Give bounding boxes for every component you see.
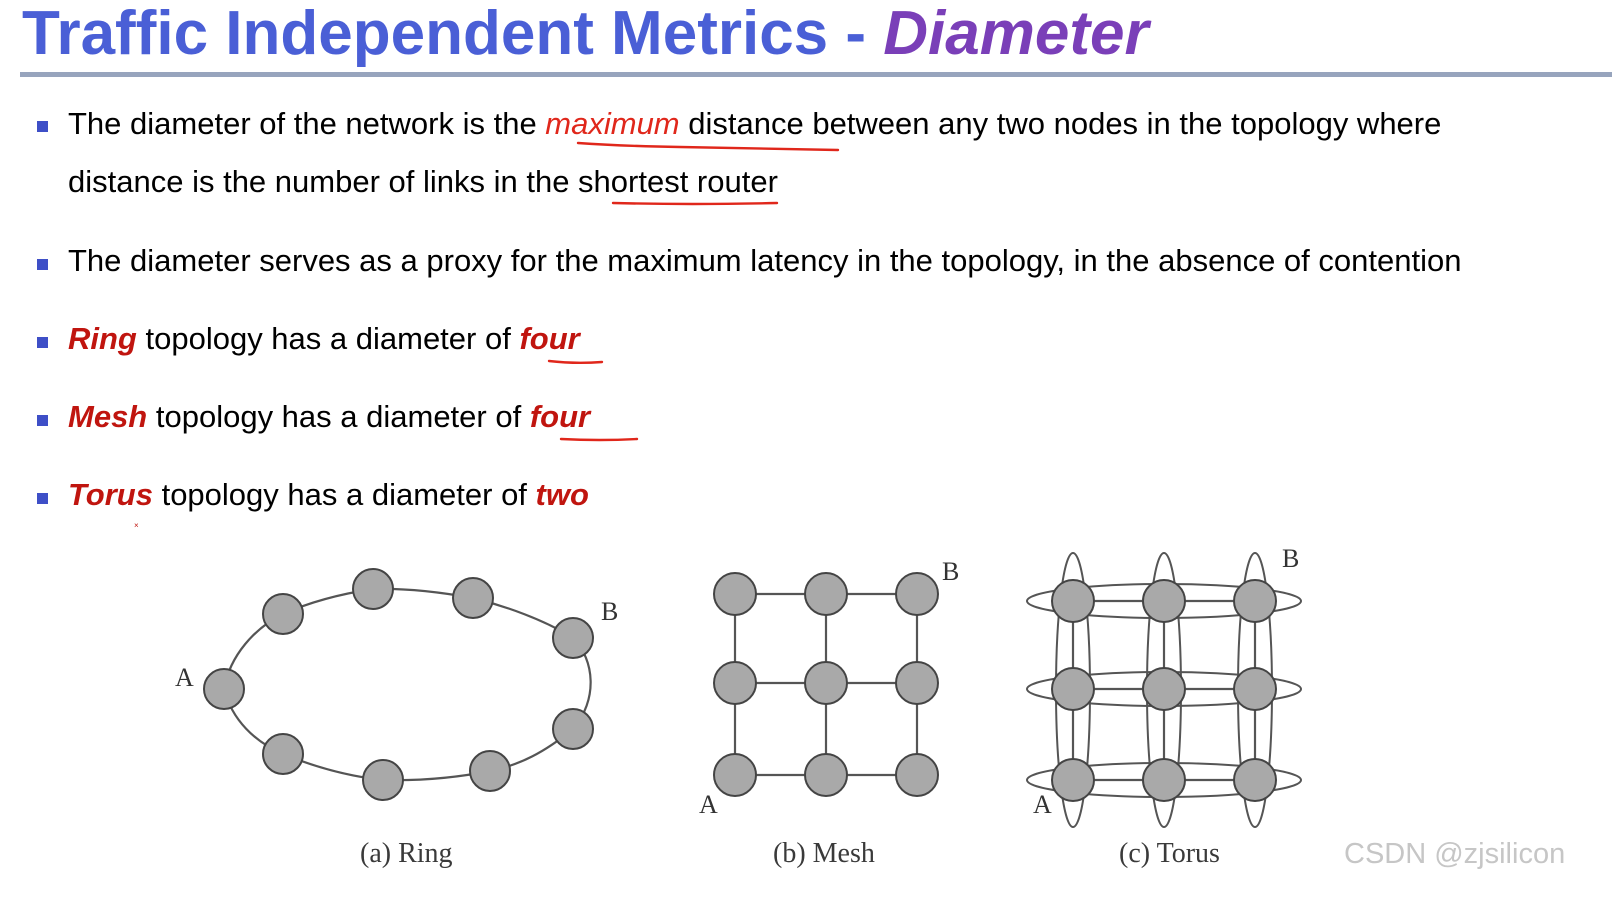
bullet-marker-4 [37,415,48,426]
bullet-3-value: four [519,321,580,356]
bullet-4-line: Mesh topology has a diameter of four [68,399,590,435]
torus-topology-diagram: A B (c) Torus [1026,544,1302,869]
watermark: CSDN @zjsilicon [1344,838,1566,870]
bullet-3-term-ring: Ring [68,321,137,356]
mesh-node-b [895,572,939,616]
bullet-marker-3 [37,337,48,348]
torus-node [1142,758,1186,802]
bullet-1-line-2: distance is the number of links in the s… [68,164,778,199]
bullet-5-term-torus: Torus [68,477,153,512]
torus-node [1051,579,1095,623]
ring-node [262,593,304,635]
underline-shortest-router [611,201,779,206]
ring-node-a [203,668,245,710]
ring-label-b: B [601,597,618,626]
bullet-4-term-mesh: Mesh [68,399,148,434]
slide-title-main: Traffic Independent Metrics [22,0,829,68]
bullet-1-text-pre: The diameter of the network is the [68,106,546,141]
ring-caption: (a) Ring [360,838,453,869]
underline-maximum-distance [576,141,840,152]
bullet-4-text-mid: topology has a diameter of [147,399,530,434]
torus-node [1233,758,1277,802]
mesh-node [804,661,848,705]
mesh-node [804,753,848,797]
ring-node [452,577,494,619]
bullet-2-text: The diameter serves as a proxy for the m… [68,243,1462,278]
bullet-marker-5 [37,493,48,504]
bullet-1-line-1: The diameter of the network is the maxim… [68,106,1441,142]
torus-node-a [1051,758,1095,802]
ring-label-a: A [175,663,194,692]
mesh-node [713,661,757,705]
torus-label-a: A [1033,790,1052,819]
bullet-1-text-post: distance between any two nodes in the to… [679,106,1442,141]
bullet-5-line: Torus topology has a diameter of two [68,477,589,513]
mesh-label-b: B [942,557,959,586]
ring-node [362,759,404,801]
ring-node [552,708,594,750]
torus-node-b [1233,579,1277,623]
title-underline-rule [20,72,1612,77]
underline-mesh-four [559,437,639,442]
stray-ink-mark: × [134,521,139,530]
bullet-5-value: two [535,477,589,512]
slide-title: Traffic Independent Metrics - Diameter [22,2,1149,66]
torus-label-b: B [1282,544,1299,573]
mesh-node [895,753,939,797]
bullet-5-text-mid: topology has a diameter of [152,477,536,512]
bullet-marker-2 [37,259,48,270]
torus-node [1142,579,1186,623]
mesh-node-a [713,753,757,797]
ring-node-b [552,617,594,659]
ring-edges [222,587,592,782]
slide-title-separator: - [828,0,884,68]
ring-topology-diagram: A B (a) Ring [175,568,618,869]
mesh-node [895,661,939,705]
mesh-topology-diagram: A B (b) Mesh [699,557,959,869]
underline-ring-four [547,359,604,364]
ring-node [469,750,511,792]
bullet-3-text-mid: topology has a diameter of [136,321,520,356]
mesh-label-a: A [699,790,718,819]
slide-title-emphasis: Diameter [883,0,1149,68]
bullet-marker-1 [37,121,48,132]
ring-node [262,733,304,775]
mesh-node [804,572,848,616]
torus-node [1233,667,1277,711]
ring-node [352,568,394,610]
bullet-4-value: four [529,399,591,434]
mesh-caption: (b) Mesh [773,838,875,869]
torus-node [1051,667,1095,711]
handwritten-annotations [547,141,840,442]
mesh-node [713,572,757,616]
torus-node [1142,667,1186,711]
bullet-1-emphasis-maximum: maximum [545,106,680,141]
bullet-3-line: Ring topology has a diameter of four [68,321,580,357]
torus-caption: (c) Torus [1119,838,1220,869]
